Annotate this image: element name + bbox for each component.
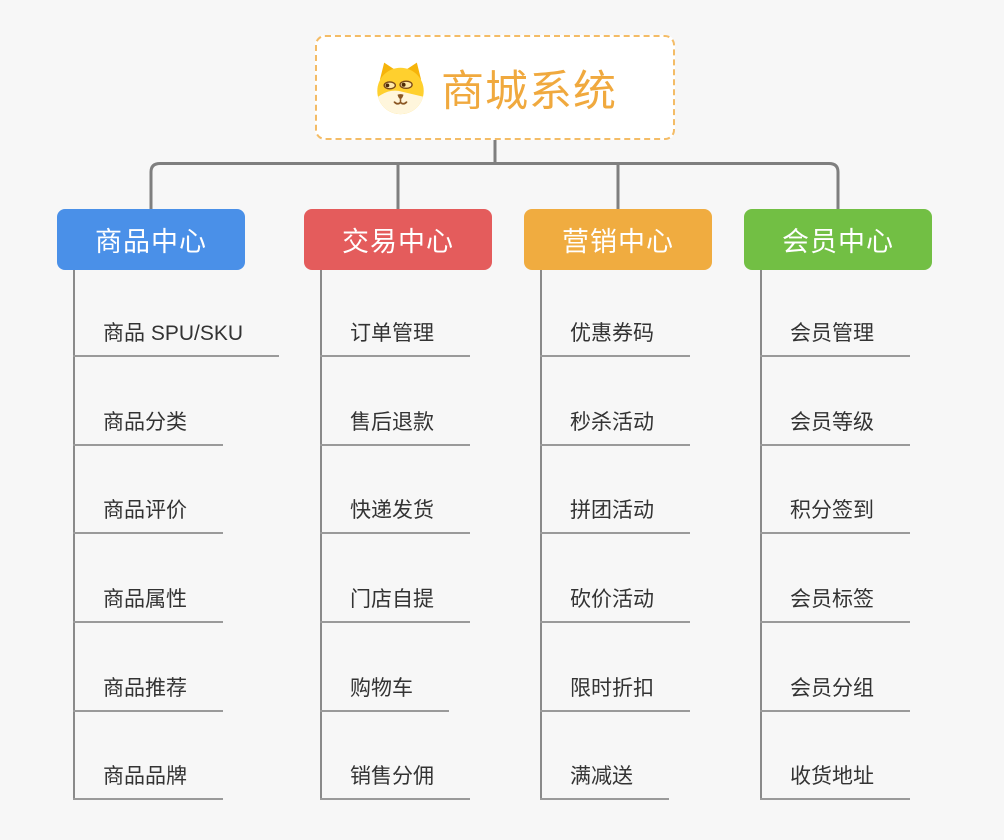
node-item[interactable]: 商品推荐 [73, 677, 223, 712]
node-item[interactable]: 拼团活动 [540, 499, 690, 534]
branch-column-products: 商品 SPU/SKU 商品分类 商品评价 商品属性 商品推荐 商品品牌 [73, 0, 333, 840]
root-node[interactable]: 商城系统 [315, 35, 675, 140]
node-item[interactable]: 积分签到 [760, 499, 910, 534]
node-item[interactable]: 快递发货 [320, 499, 470, 534]
branch-header-products[interactable]: 商品中心 [57, 209, 245, 270]
node-item[interactable]: 优惠券码 [540, 322, 690, 357]
node-item[interactable]: 会员等级 [760, 411, 910, 446]
branch-trunk-line [760, 270, 762, 800]
node-item[interactable]: 满减送 [540, 765, 669, 800]
branch-trunk-line [540, 270, 542, 800]
node-item[interactable]: 商品 SPU/SKU [73, 322, 280, 357]
branch-column-trade: 订单管理 售后退款 快递发货 门店自提 购物车 销售分佣 [320, 0, 580, 840]
branch-trunk-line [73, 270, 75, 800]
branch-header-members[interactable]: 会员中心 [744, 209, 932, 270]
branch-header-trade[interactable]: 交易中心 [304, 209, 492, 270]
node-item[interactable]: 限时折扣 [540, 677, 690, 712]
node-item[interactable]: 商品品牌 [73, 765, 223, 800]
branch-trunk-line [320, 270, 322, 800]
node-item[interactable]: 订单管理 [320, 322, 470, 357]
node-item[interactable]: 秒杀活动 [540, 411, 690, 446]
branch-header-marketing[interactable]: 营销中心 [524, 209, 712, 270]
dog-face-icon [377, 62, 424, 115]
node-item[interactable]: 会员分组 [760, 677, 910, 712]
node-item[interactable]: 会员标签 [760, 588, 910, 623]
node-item[interactable]: 销售分佣 [320, 765, 470, 800]
node-item[interactable]: 商品属性 [73, 588, 223, 623]
node-item[interactable]: 会员管理 [760, 322, 910, 357]
node-item[interactable]: 砍价活动 [540, 588, 690, 623]
root-title: 商城系统 [441, 67, 617, 116]
branch-column-members: 会员管理 会员等级 积分签到 会员标签 会员分组 收货地址 [760, 0, 1004, 840]
node-item[interactable]: 门店自提 [320, 588, 470, 623]
node-item[interactable]: 售后退款 [320, 411, 470, 446]
node-item[interactable]: 购物车 [320, 677, 449, 712]
branch-column-marketing: 优惠券码 秒杀活动 拼团活动 砍价活动 限时折扣 满减送 [540, 0, 800, 840]
node-item[interactable]: 商品评价 [73, 499, 223, 534]
node-item[interactable]: 收货地址 [760, 765, 910, 800]
node-item[interactable]: 商品分类 [73, 411, 223, 446]
